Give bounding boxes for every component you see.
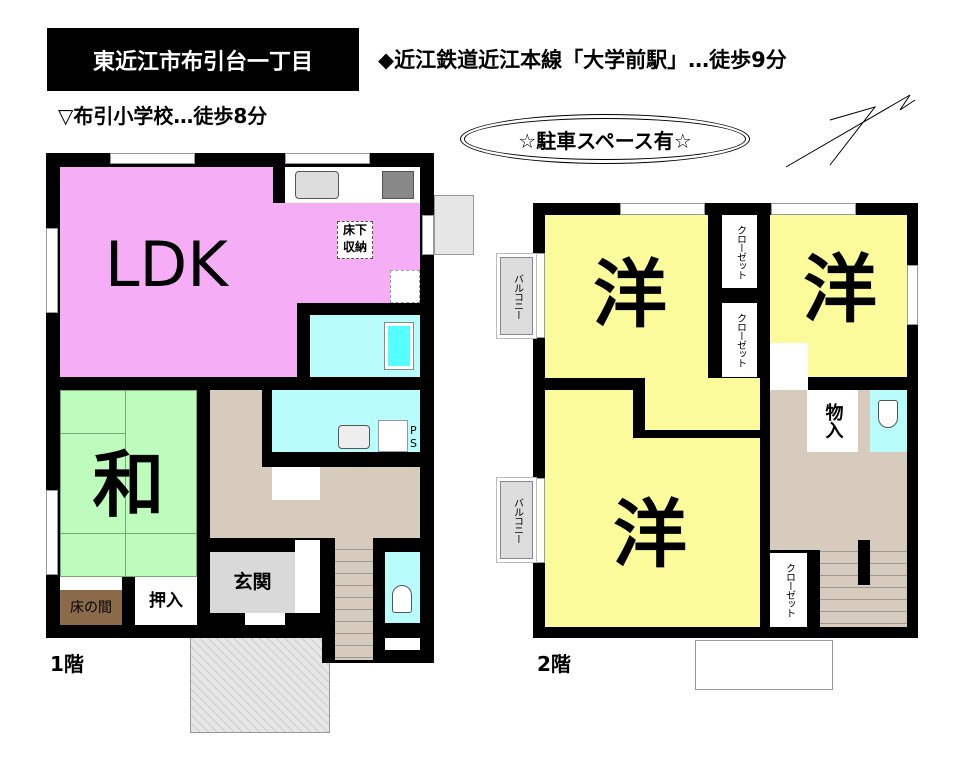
window <box>46 490 58 575</box>
window <box>620 203 705 215</box>
western-room-2-label: 洋 <box>803 247 877 333</box>
front-door[interactable] <box>245 613 285 625</box>
washbasin-icon <box>338 425 370 449</box>
school-info: ▽布引小学校…徒歩8分 <box>58 104 268 128</box>
window <box>110 153 195 164</box>
north-compass-icon <box>785 94 916 168</box>
ldk-label: LDK <box>105 228 228 301</box>
window <box>422 215 434 255</box>
balcony-1: バルコニー <box>497 254 536 338</box>
underfloor-storage-label: 床下 <box>342 223 367 237</box>
underfloor-storage[interactable]: 床下 収納 <box>337 221 373 259</box>
stove-icon <box>382 171 414 199</box>
floor-2-label: 2階 <box>537 652 571 676</box>
window <box>285 153 370 164</box>
window <box>533 253 545 338</box>
closet[interactable] <box>272 467 320 500</box>
toilet-icon <box>878 400 898 428</box>
closet-1[interactable]: クローゼット <box>722 215 757 288</box>
staircase <box>335 538 373 660</box>
shoe-cabinet <box>295 540 320 613</box>
parking-badge: ☆駐車スペース有☆ <box>460 114 750 164</box>
hatch-icon <box>390 270 420 303</box>
bathtub-icon <box>384 322 414 370</box>
closet-2[interactable]: クローゼット <box>722 303 757 377</box>
door[interactable] <box>770 343 808 390</box>
western-room-1-label: 洋 <box>593 252 667 338</box>
toilet-icon <box>392 585 412 613</box>
western-room-3 <box>545 390 633 438</box>
window <box>907 265 918 325</box>
outdoor-step <box>434 195 474 255</box>
washitsu-room <box>60 390 197 577</box>
western-room-3-label: 洋 <box>613 492 687 578</box>
window <box>771 203 856 215</box>
western-room-1 <box>545 215 708 378</box>
underfloor-storage-label: 収納 <box>342 240 367 254</box>
sink-icon <box>295 171 339 199</box>
station-info: ◆近江鉄道近江本線「大学前駅」…徒歩9分 <box>378 48 787 72</box>
porch <box>190 625 330 733</box>
storage-closet[interactable]: 物入 <box>807 390 858 452</box>
address-banner: 東近江市布引台一丁目 <box>47 28 359 91</box>
washing-machine-icon <box>378 420 408 452</box>
closet-3[interactable]: クローゼット <box>770 553 807 627</box>
oshiire-closet[interactable]: 押入 <box>135 577 197 625</box>
window <box>46 228 58 313</box>
parking-text: ☆駐車スペース有☆ <box>518 128 692 153</box>
balcony-bottom <box>695 640 833 690</box>
ldk-room <box>60 167 273 377</box>
balcony-2: バルコニー <box>497 478 536 562</box>
floor-1-label: 1階 <box>50 652 84 676</box>
window <box>533 478 545 563</box>
tokonoma-label: 床の間 <box>60 590 122 625</box>
washitsu-label: 和 <box>92 443 165 527</box>
genkan-entrance: 玄関 <box>210 552 295 613</box>
